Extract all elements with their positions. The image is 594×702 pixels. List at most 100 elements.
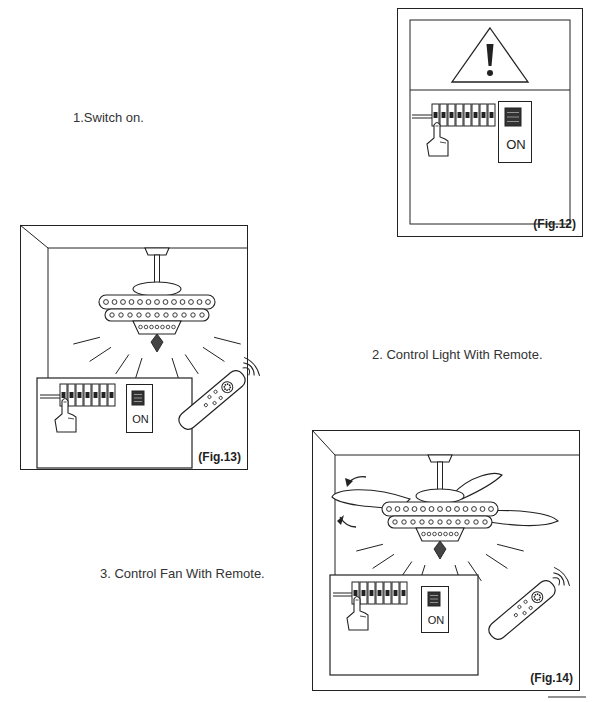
remote-button <box>228 388 231 391</box>
remote-button <box>228 384 231 387</box>
crystal-bead <box>173 313 177 317</box>
crystal-bead <box>483 520 487 524</box>
breaker-toggle <box>362 590 366 596</box>
crystal-bead <box>128 313 132 317</box>
crystal-bead <box>422 532 426 536</box>
crystal-bead <box>474 520 478 524</box>
crystal-bead <box>438 507 443 512</box>
crystal-bead <box>172 300 177 305</box>
circuit-breaker <box>464 104 471 126</box>
remote-button <box>528 606 533 611</box>
toggle-grip <box>430 599 438 600</box>
motor-cap <box>133 282 181 296</box>
toggle-grip <box>430 595 438 596</box>
ceiling-canopy <box>428 455 452 462</box>
crystal-bead <box>463 507 468 512</box>
crystal-bead <box>444 532 448 536</box>
remote-button <box>224 384 227 387</box>
pointing-hand <box>347 597 368 631</box>
bus-bar <box>333 593 352 594</box>
finger-crease <box>360 616 366 617</box>
warning-triangle <box>452 28 528 82</box>
main-switch-toggle <box>505 108 521 126</box>
crystal-bead <box>119 313 123 317</box>
remote-button <box>517 605 522 610</box>
circuit-breaker <box>440 104 447 126</box>
step-instruction: 2. Control Light With Remote. <box>372 347 543 362</box>
crystal-bead <box>438 520 442 524</box>
exclamation-dot <box>487 70 493 76</box>
finger-crease <box>440 142 446 143</box>
circuit-breaker <box>368 582 375 604</box>
circuit-breaker <box>400 582 407 604</box>
signal-wave <box>553 570 566 585</box>
remote-button <box>514 613 519 618</box>
light-ray <box>486 554 507 568</box>
crystal-bead <box>110 313 114 317</box>
drawing <box>20 20 586 697</box>
remote-button <box>523 600 528 605</box>
remote-button <box>538 594 541 597</box>
switch-box: ON <box>498 101 532 163</box>
crystal-bead <box>155 325 159 329</box>
bus-bar <box>412 115 432 116</box>
crystal-bead <box>438 532 442 536</box>
downrod <box>438 462 443 490</box>
crystal-bead <box>137 313 141 317</box>
figure-label: (Fig.14) <box>530 672 573 685</box>
toggle-grip <box>134 401 142 402</box>
bus-bar <box>40 395 60 396</box>
remote-button <box>226 389 229 392</box>
remote-button <box>207 395 212 400</box>
figure-frame: (Fig.12)ON <box>397 8 583 237</box>
main-switch-toggle <box>428 592 440 606</box>
remote-button <box>223 386 226 389</box>
figure-frame: (Fig.14) ON <box>312 430 580 691</box>
circuit-breaker <box>68 384 75 406</box>
crystal-bead <box>429 520 433 524</box>
light-ray <box>373 554 394 568</box>
breaker-toggle <box>354 590 358 596</box>
switch-box: ON <box>421 586 449 633</box>
breaker-toggle <box>450 112 454 118</box>
remote-button <box>224 388 227 391</box>
crystal-ring-upper <box>382 502 498 516</box>
crystal-bead <box>421 507 426 512</box>
crystal-bead <box>191 313 195 317</box>
step-instruction: 1.Switch on. <box>73 110 144 125</box>
bus-bar <box>333 596 352 597</box>
page-rule <box>548 697 586 698</box>
crystal-ring-lower <box>388 516 492 528</box>
breaker-panel <box>37 378 192 468</box>
remote-button <box>536 599 539 602</box>
remote-button <box>213 390 218 395</box>
crystal-bead <box>402 520 406 524</box>
circuit-breaker <box>480 104 487 126</box>
crystal-bead <box>200 313 204 317</box>
breaker-toggle <box>94 392 98 398</box>
light-ray <box>90 347 111 361</box>
light-cup <box>133 321 181 334</box>
rotation-arrowhead <box>345 478 353 487</box>
crystal-bead <box>166 325 170 329</box>
circuit-breaker <box>392 582 399 604</box>
remote-button <box>533 596 536 599</box>
downrod <box>155 255 160 283</box>
finger-nail <box>64 402 67 403</box>
crystal-bead <box>139 325 143 329</box>
light-ray <box>172 358 179 380</box>
switch-label: ON <box>127 413 154 425</box>
circuit-breaker <box>448 104 455 126</box>
crystal-bead <box>449 532 453 536</box>
circuit-breaker <box>488 104 495 126</box>
crystal-bead <box>455 507 460 512</box>
remote-control <box>484 565 572 644</box>
switch-label: ON <box>499 138 533 152</box>
breaker-toggle <box>402 590 406 596</box>
signal-wave <box>553 575 562 585</box>
remote-button <box>534 598 537 601</box>
breaker-toggle <box>378 590 382 596</box>
crystal-bead <box>472 507 477 512</box>
switch-label: ON <box>422 614 450 626</box>
breaker-toggle <box>86 392 90 398</box>
